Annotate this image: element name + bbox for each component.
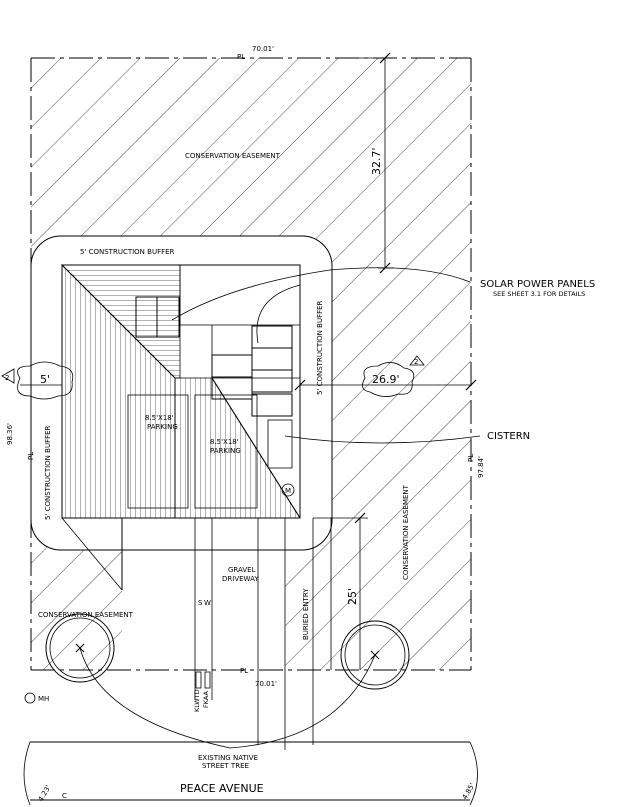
sidewalk-s: S <box>198 599 203 607</box>
solar-panels <box>135 296 293 417</box>
manhole-symbol <box>24 692 36 704</box>
solar-panels-label: SOLAR POWER PANELS <box>480 279 595 290</box>
centerline-label: C <box>62 792 67 800</box>
dimension-25-label: 25' <box>346 588 359 605</box>
parking-2-size: 8.5'X18' <box>210 438 239 446</box>
street-trees <box>45 613 410 749</box>
conservation-easement-top: CONSERVATION EASEMENT <box>185 152 281 160</box>
gravel-label: GRAVEL <box>228 566 256 574</box>
manhole-label: MH <box>38 695 49 703</box>
street-name: PEACE AVENUE <box>180 782 264 795</box>
dimension-5 <box>17 361 74 400</box>
right-pl: PL <box>467 454 475 462</box>
fkaa-label: FKAA <box>202 690 210 708</box>
bottom-pl: PL <box>240 667 248 675</box>
revision-left-label: 2 <box>5 374 9 382</box>
top-pl: PL <box>237 53 245 61</box>
sidewalk-w: W <box>204 599 211 607</box>
left-pl: PL <box>27 452 35 460</box>
revision-triangle-left <box>1 368 15 384</box>
revision-triangle-right <box>409 355 425 366</box>
revision-right-label: 2 <box>414 358 418 366</box>
meter-label: M <box>285 487 291 495</box>
dimension-32-7 <box>354 52 394 274</box>
house-footprint <box>61 264 301 519</box>
dimension-26-9 <box>294 362 477 397</box>
top-lot-dimension: 70.01' <box>252 45 274 53</box>
corner-right-dimension: 4.85' <box>461 782 477 801</box>
parking-2-label: PARKING <box>210 447 241 455</box>
driveway-label: DRIVEWAY <box>222 575 259 583</box>
bottom-lot-dimension: 70.01' <box>255 680 277 688</box>
meter-symbol <box>281 483 295 497</box>
existing-tree-label-1: EXISTING NATIVE <box>198 754 258 762</box>
dimension-26-9-label: 26.9' <box>372 373 400 386</box>
construction-buffer-left-label: 5' CONSTRUCTION BUFFER <box>44 425 52 520</box>
dimension-25 <box>313 512 368 670</box>
leader-lines <box>171 267 481 444</box>
left-lot-dimension: 98.36' <box>6 423 14 445</box>
buried-entry-label: BURIED ENTRY <box>302 588 310 640</box>
construction-buffer-right-label: 5' CONSTRUCTION BUFFER <box>316 300 324 395</box>
right-lot-dimension: 97.84' <box>477 456 485 478</box>
parking-1-size: 8.5'X18' <box>145 414 174 422</box>
construction-buffer <box>30 235 333 551</box>
street <box>23 741 478 806</box>
conservation-easement-left: CONSERVATION EASEMENT <box>38 611 134 619</box>
dimension-5-label: 5' <box>40 373 50 386</box>
construction-buffer-top-label: 5' CONSTRUCTION BUFFER <box>80 248 175 256</box>
klwtd-label: KLWTD <box>193 689 201 712</box>
cistern-label: CISTERN <box>487 431 530 442</box>
parking-1-label: PARKING <box>147 423 178 431</box>
conservation-easement-right: CONSERVATION EASEMENT <box>402 484 410 580</box>
driveway <box>61 517 332 750</box>
dimension-32-7-label: 32.7' <box>370 147 383 175</box>
existing-tree-label-2: STREET TREE <box>202 762 249 770</box>
solar-panels-note: SEE SHEET 3.1 FOR DETAILS <box>493 290 585 298</box>
